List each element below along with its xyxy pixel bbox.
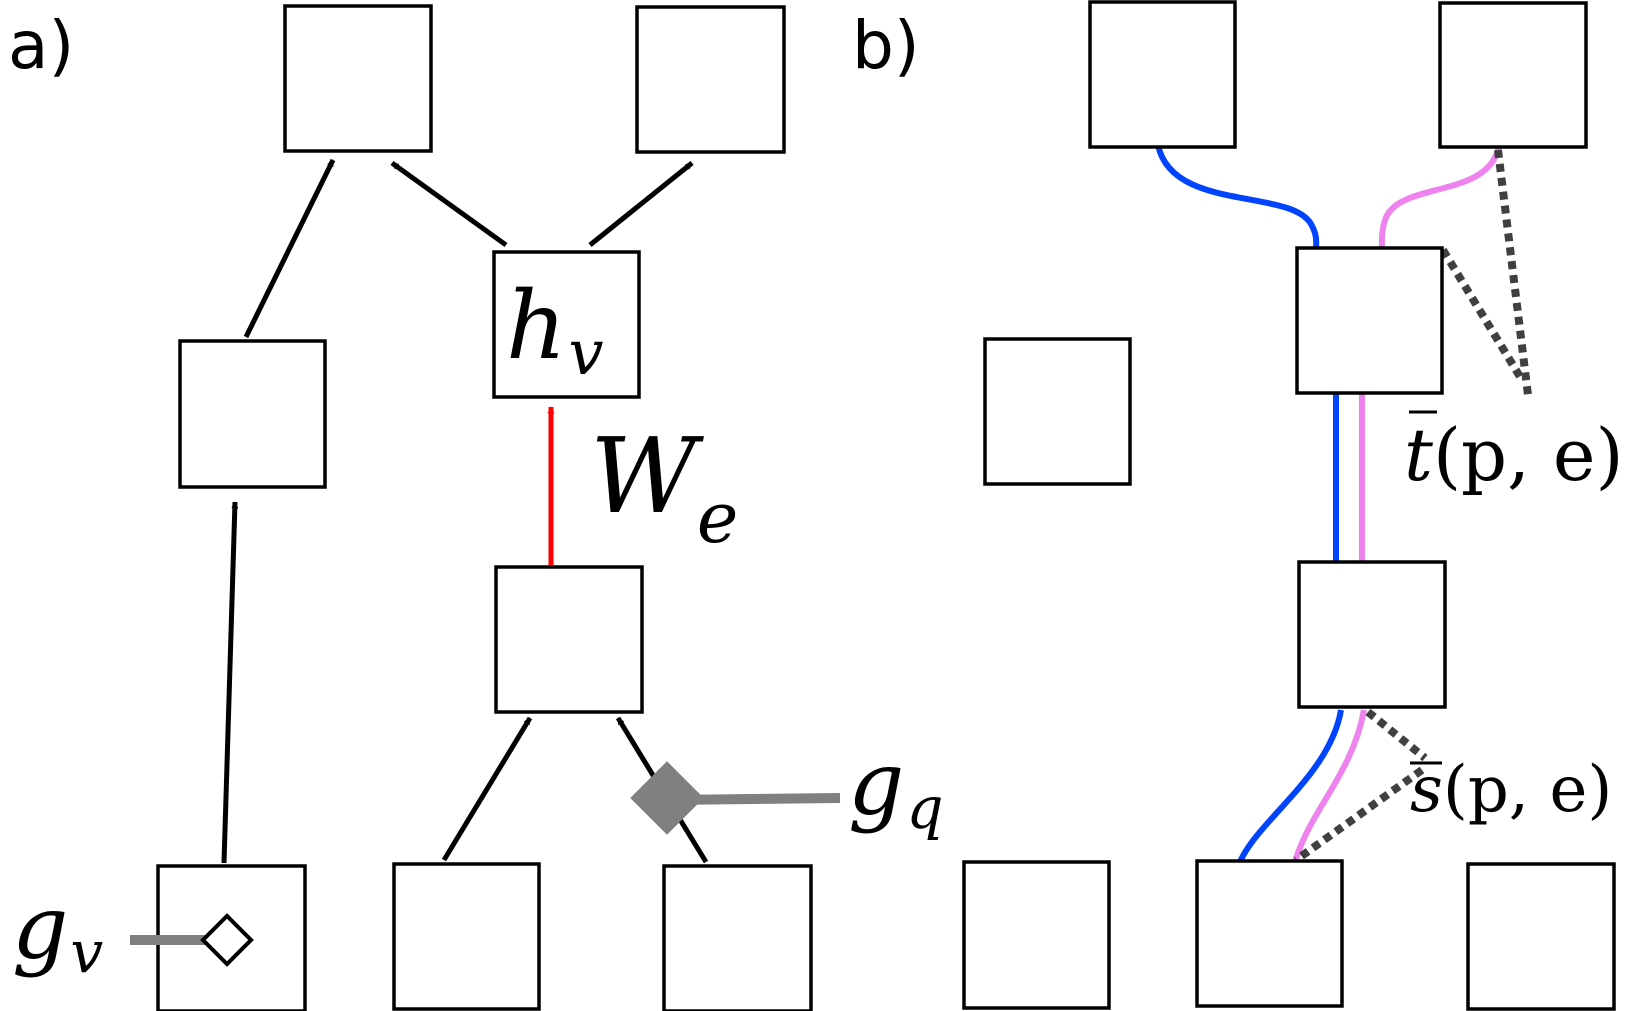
edge-a-h-to-top-right [588,161,694,247]
edge-a-bottom-left-to-mid-left [221,501,239,864]
panel-a: a) hv We gq gv [8,4,943,1011]
node-a-mid-left [178,339,327,489]
node-a-top-left [283,4,433,153]
edge-a-h-to-top-left [390,160,508,248]
node-a-center [494,565,644,714]
dotted-s-top [1365,708,1428,762]
gate-v-diamond-icon [200,913,254,967]
node-a-bottom-right [662,864,813,1011]
dotted-s-bottom [1293,766,1425,864]
node-b-bottom-left [962,860,1111,1010]
g-v-label: gv [12,876,103,986]
panel-b: b) t(p, e) s(p, e) [852,0,1624,1011]
node-b-bottom-mid [1195,859,1344,1008]
h-v-label: hv [506,272,604,389]
w-e-label: We [590,415,738,559]
panel-b-label: b) [852,7,920,84]
node-b-top-left [1088,0,1237,149]
node-a-bottom-mid [392,862,541,1011]
path-blue-top [1155,144,1320,253]
node-b-mid-left [983,337,1132,486]
g-q-label: gq [848,732,943,842]
node-a-top-right [635,5,786,154]
edge-a-mid-left-to-top-left [243,158,336,339]
s-bar-label: s(p, e) [1410,753,1612,827]
node-h-v [492,250,641,399]
dotted-bars [1293,149,1532,864]
node-b-top-right [1438,1,1588,149]
node-b-lower-center [1297,560,1447,709]
node-b-upper-center [1295,246,1444,395]
path-pink-bottom [1292,709,1367,863]
path-blue-bottom [1237,709,1344,864]
gate-q-diamond-icon [630,761,704,835]
t-bar-label: t(p, e) [1404,413,1624,497]
panel-a-label: a) [8,7,74,84]
node-b-bottom-right [1466,862,1616,1011]
dotted-t-side [1439,247,1526,383]
path-pink-top [1378,144,1502,253]
edge-a-bottom-mid-to-center [441,716,533,862]
